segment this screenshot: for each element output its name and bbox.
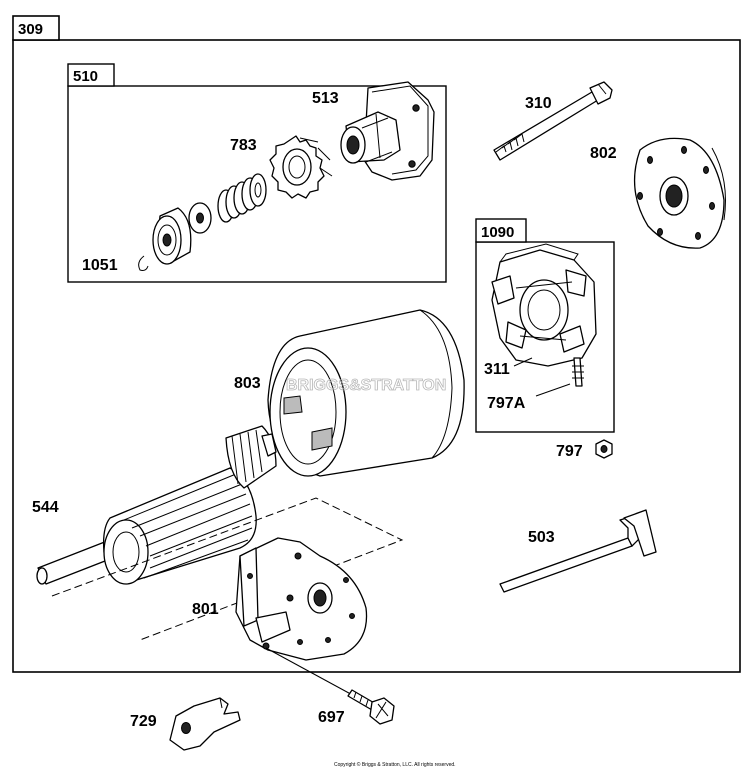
leader-697 bbox=[265, 647, 359, 699]
label-311: 311 bbox=[484, 361, 510, 378]
part-310-through-bolt bbox=[493, 81, 613, 161]
subassembly-510-label-box bbox=[67, 63, 115, 87]
subassembly-1090-label: 1090 bbox=[481, 224, 514, 241]
label-803: 803 bbox=[234, 375, 261, 392]
leader-797A bbox=[535, 383, 571, 397]
label-801: 801 bbox=[192, 601, 219, 618]
part-802-end-cap bbox=[633, 137, 726, 249]
part-brush-holder bbox=[491, 243, 597, 387]
part-spring bbox=[217, 173, 267, 223]
outer-assembly-label-box bbox=[12, 15, 60, 41]
part-washer bbox=[188, 202, 212, 234]
part-stop-collar bbox=[152, 207, 192, 265]
label-802: 802 bbox=[590, 145, 617, 162]
outer-assembly-label: 309 bbox=[18, 21, 43, 38]
part-697-screw bbox=[347, 689, 395, 725]
label-513: 513 bbox=[312, 90, 339, 107]
label-783: 783 bbox=[230, 137, 257, 154]
label-697: 697 bbox=[318, 709, 345, 726]
part-803-motor-frame bbox=[267, 309, 465, 477]
part-783-pinion-gear bbox=[269, 135, 333, 199]
label-544: 544 bbox=[32, 499, 59, 516]
watermark: BRIGGS&STRATTON bbox=[286, 377, 446, 394]
outer-assembly-frame bbox=[12, 39, 741, 673]
label-503: 503 bbox=[528, 529, 555, 546]
part-801-mounting-bracket bbox=[235, 537, 368, 661]
part-1051-retaining-ring bbox=[138, 255, 149, 271]
part-729-clip bbox=[169, 697, 241, 751]
part-544-armature bbox=[36, 425, 277, 585]
part-513-drive-housing bbox=[340, 81, 435, 181]
leader-311 bbox=[513, 357, 533, 367]
part-503-strap bbox=[499, 509, 657, 593]
subassembly-510-label: 510 bbox=[73, 68, 98, 85]
label-729: 729 bbox=[130, 713, 157, 730]
label-1051: 1051 bbox=[82, 257, 118, 274]
part-797-nut bbox=[595, 439, 613, 459]
label-797A: 797A bbox=[487, 395, 526, 412]
subassembly-510-frame bbox=[67, 85, 447, 283]
copyright-text: Copyright © Briggs & Stratton, LLC. All … bbox=[334, 761, 456, 768]
label-310: 310 bbox=[525, 95, 552, 112]
subassembly-1090-frame bbox=[475, 241, 615, 433]
subassembly-1090-label-box bbox=[475, 218, 527, 243]
label-797: 797 bbox=[556, 443, 583, 460]
